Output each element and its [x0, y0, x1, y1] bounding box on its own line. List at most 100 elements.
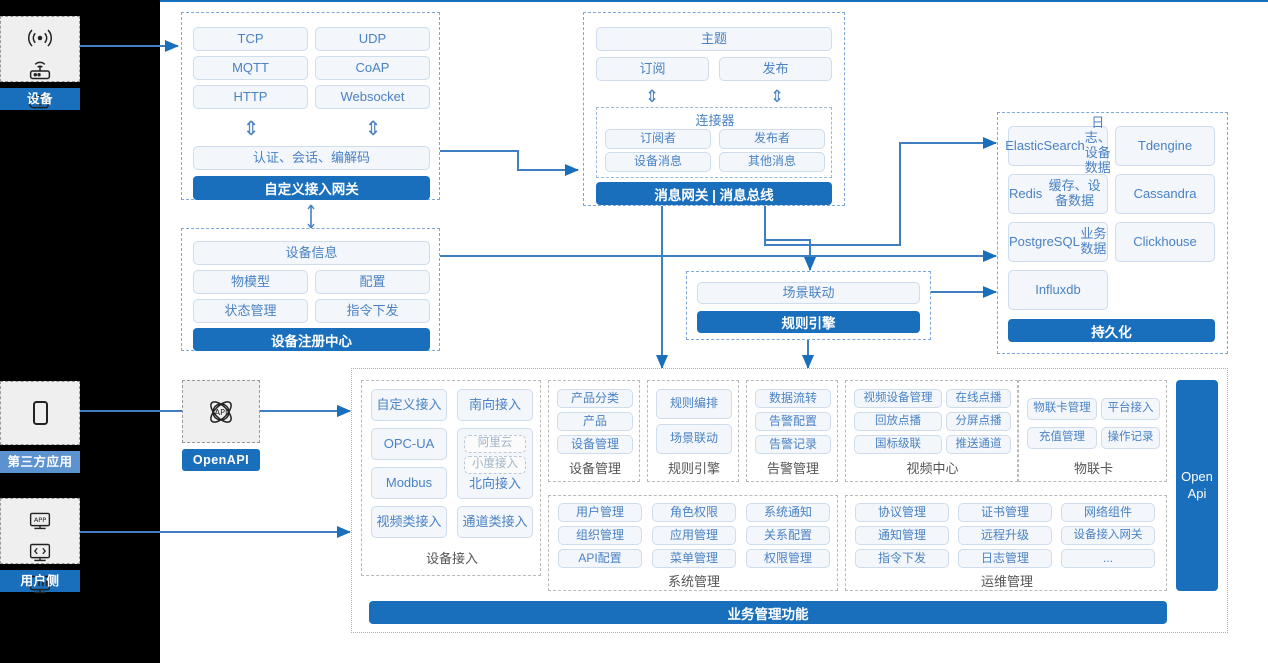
rule-orchestration-chip[interactable]: 规则编排 [656, 389, 732, 419]
platform-access-chip[interactable]: 平台接入 [1101, 398, 1160, 420]
northbound-access-chip[interactable]: 阿里云 小度接入 北向接入 [457, 428, 533, 499]
rail-group-third-party: 第三方应用 [0, 381, 80, 473]
protocol-mqtt[interactable]: MQTT [193, 56, 308, 80]
video-access-chip[interactable]: 视频类接入 [371, 506, 447, 538]
alarm-record-chip[interactable]: 告警记录 [755, 435, 831, 454]
protocol-udp[interactable]: UDP [315, 27, 430, 51]
postgresql-desc: 业务数据 [1080, 226, 1107, 256]
device-message-chip[interactable]: 设备消息 [605, 152, 711, 172]
scene-linkage-chip[interactable]: 场景联动 [697, 282, 920, 304]
app-window-icon: APP [25, 507, 55, 533]
southbound-access-chip[interactable]: 南向接入 [457, 389, 533, 421]
postgresql-chip[interactable]: PostgreSQL 业务数据 [1008, 222, 1108, 262]
recharge-management-chip[interactable]: 充值管理 [1027, 427, 1097, 449]
device-icon-box [0, 16, 80, 109]
command-dispatch-chip[interactable]: 指令下发 [315, 299, 430, 323]
openapi-label[interactable]: OpenAPI [182, 449, 260, 471]
channel-access-chip[interactable]: 通道类接入 [457, 506, 533, 538]
message-gateway-bar[interactable]: 消息网关 | 消息总线 [596, 182, 832, 205]
cassandra-chip[interactable]: Cassandra [1115, 174, 1215, 214]
openapi-group: API OpenAPI [182, 380, 260, 471]
rule-engine-column-caption: 规则引擎 [667, 460, 720, 476]
openapi-icon-box: API [182, 380, 260, 443]
device-management-caption: 设备管理 [568, 460, 621, 476]
open-api-vertical-bar[interactable]: Open Api [1176, 380, 1218, 591]
api-config-chip[interactable]: API配置 [558, 549, 642, 568]
device-registry-bar[interactable]: 设备注册中心 [193, 328, 430, 351]
elasticsearch-name: ElasticSearch [1005, 137, 1085, 153]
aliyun-chip[interactable]: 阿里云 [464, 435, 526, 454]
subscriber-chip[interactable]: 订阅者 [605, 129, 711, 149]
other-message-chip[interactable]: 其他消息 [719, 152, 825, 172]
network-component-chip[interactable]: 网络组件 [1061, 503, 1155, 522]
device-info-chip[interactable]: 设备信息 [193, 241, 430, 265]
notification-management-chip[interactable]: 通知管理 [855, 526, 949, 545]
iot-card-management-chip[interactable]: 物联卡管理 [1027, 398, 1097, 420]
remote-upgrade-chip[interactable]: 远程升级 [958, 526, 1052, 545]
svg-text:APP: APP [34, 516, 46, 524]
app-management-chip[interactable]: 应用管理 [652, 526, 736, 545]
push-channel-chip[interactable]: 推送通道 [946, 435, 1011, 454]
opcua-chip[interactable]: OPC-UA [371, 428, 447, 460]
operation-record-chip[interactable]: 操作记录 [1101, 427, 1160, 449]
state-management-chip[interactable]: 状态管理 [193, 299, 308, 323]
split-screen-vod-chip[interactable]: 分屏点播 [946, 412, 1011, 431]
playback-vod-chip[interactable]: 回放点播 [854, 412, 942, 431]
certificate-management-chip[interactable]: 证书管理 [958, 503, 1052, 522]
rule-engine-bar[interactable]: 规则引擎 [697, 311, 920, 333]
menu-management-chip[interactable]: 菜单管理 [652, 549, 736, 568]
protocol-tcp[interactable]: TCP [193, 27, 308, 51]
protocol-websocket[interactable]: Websocket [315, 85, 430, 109]
permission-management-chip[interactable]: 权限管理 [746, 549, 830, 568]
modbus-chip[interactable]: Modbus [371, 467, 447, 499]
iot-card-column: 物联卡管理 平台接入 充值管理 操作记录 物联卡 [1018, 380, 1167, 482]
online-vod-chip[interactable]: 在线点播 [946, 389, 1011, 408]
protocol-coap[interactable]: CoAP [315, 56, 430, 80]
auth-session-codec-chip[interactable]: 认证、会话、编解码 [193, 146, 430, 170]
updown-arrow-publish-icon: ⇕ [769, 86, 785, 106]
thing-model-chip[interactable]: 物模型 [193, 270, 308, 294]
product-chip[interactable]: 产品 [557, 412, 633, 431]
config-chip[interactable]: 配置 [315, 270, 430, 294]
video-device-management-chip[interactable]: 视频设备管理 [854, 389, 942, 408]
redis-chip[interactable]: Redis 缓存、设备数据 [1008, 174, 1108, 214]
clickhouse-chip[interactable]: Clickhouse [1115, 222, 1215, 262]
subscribe-chip[interactable]: 订阅 [596, 57, 709, 81]
protocol-http[interactable]: HTTP [193, 85, 308, 109]
connector-title: 连接器 [695, 113, 735, 128]
tdengine-chip[interactable]: Tdengine [1115, 126, 1215, 166]
system-notification-chip[interactable]: 系统通知 [746, 503, 830, 522]
business-management-bar[interactable]: 业务管理功能 [369, 601, 1167, 624]
scene-linkage-business-chip[interactable]: 场景联动 [656, 424, 732, 454]
custom-access-chip[interactable]: 自定义接入 [371, 389, 447, 421]
more-chip[interactable]: ... [1061, 549, 1155, 568]
relation-config-chip[interactable]: 关系配置 [746, 526, 830, 545]
product-category-chip[interactable]: 产品分类 [557, 389, 633, 408]
xiaodu-access-chip[interactable]: 小度接入 [464, 456, 526, 475]
org-management-chip[interactable]: 组织管理 [558, 526, 642, 545]
ops-management-caption: 运维管理 [980, 573, 1033, 589]
custom-access-gateway-bar[interactable]: 自定义接入网关 [193, 176, 430, 200]
command-dispatch-ops-chip[interactable]: 指令下发 [855, 549, 949, 568]
log-management-chip[interactable]: 日志管理 [958, 549, 1052, 568]
alarm-config-chip[interactable]: 告警配置 [755, 412, 831, 431]
influxdb-chip[interactable]: Influxdb [1008, 270, 1108, 310]
protocol-management-chip[interactable]: 协议管理 [855, 503, 949, 522]
elasticsearch-chip[interactable]: ElasticSearch 日志、设备数据 [1005, 115, 1111, 175]
data-flow-chip[interactable]: 数据流转 [755, 389, 831, 408]
signal-icon [25, 25, 55, 51]
svg-text:API: API [215, 408, 228, 417]
persistence-bar[interactable]: 持久化 [1008, 319, 1215, 342]
persistence-region: ElasticSearch 日志、设备数据 Tdengine Redis 缓存、… [997, 112, 1228, 354]
topic-chip[interactable]: 主题 [596, 27, 832, 51]
device-access-gateway-chip[interactable]: 设备接入网关 [1061, 526, 1155, 545]
code-window-icon [25, 539, 55, 565]
device-management-chip[interactable]: 设备管理 [557, 435, 633, 454]
northbound-access-label: 北向接入 [468, 476, 521, 492]
publisher-chip[interactable]: 发布者 [719, 129, 825, 149]
gb-cascade-chip[interactable]: 国标级联 [854, 435, 942, 454]
publish-chip[interactable]: 发布 [719, 57, 832, 81]
user-management-chip[interactable]: 用户管理 [558, 503, 642, 522]
role-permission-chip[interactable]: 角色权限 [652, 503, 736, 522]
